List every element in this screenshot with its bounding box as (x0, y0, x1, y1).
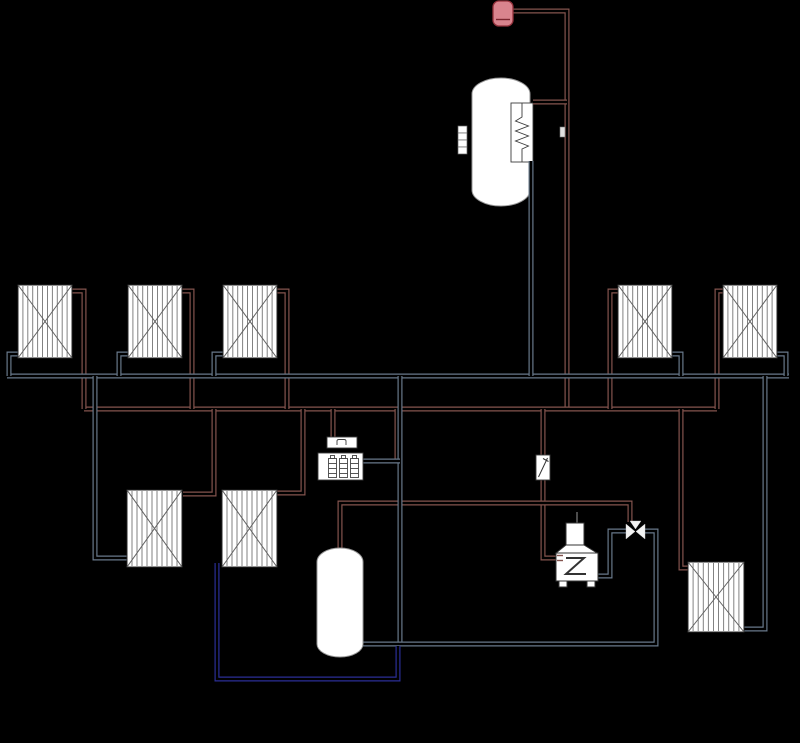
pipe-rad4-return[interactable] (672, 351, 684, 376)
pipe-rad8-return[interactable] (743, 376, 768, 632)
radiator-rad3[interactable] (222, 284, 278, 359)
pipe-rad7-supply[interactable] (276, 409, 306, 496)
pipe-rad3-supply[interactable] (277, 288, 290, 409)
pipe-rad6-supply[interactable] (183, 409, 217, 497)
pipe-rad1-return[interactable] (6, 351, 18, 376)
pipe-buffer-supply[interactable] (337, 500, 633, 548)
radiator-rad2[interactable] (127, 284, 183, 359)
tank-flange-icon (457, 125, 468, 155)
pipe-rad2-supply[interactable] (182, 288, 195, 409)
coil-zigzag-icon (514, 103, 530, 162)
pipe-rad1-supply[interactable] (72, 288, 87, 409)
pipe-rad5-supply[interactable] (714, 288, 723, 409)
three-way-valve[interactable] (625, 520, 646, 540)
pipes-layer (6, 8, 789, 682)
pipe-valve-return-loop[interactable] (362, 528, 659, 647)
unit-shoulder (554, 544, 599, 554)
pipe-boiler-feed[interactable] (540, 409, 557, 561)
pipe-rad5-return[interactable] (777, 351, 789, 376)
pipe-rad7-return-loop[interactable] (214, 563, 401, 682)
controller-main-box (317, 452, 364, 481)
check-valve[interactable] (535, 454, 551, 481)
controller-handle-icon (336, 439, 347, 445)
radiator-rad6[interactable] (126, 489, 183, 568)
radiator-rad7[interactable] (221, 489, 278, 568)
unit-neck (565, 522, 585, 546)
controller-unit[interactable] (317, 436, 364, 481)
unit-z-icon (563, 557, 587, 575)
radiator-rad8[interactable] (687, 561, 745, 633)
unit-foot-right (586, 580, 596, 588)
unit-foot-left (558, 580, 568, 588)
pipe-sensor[interactable] (559, 126, 566, 138)
hot-water-tank[interactable] (457, 77, 534, 207)
radiator-rad5[interactable] (722, 284, 778, 359)
heat-pump-unit[interactable] (554, 512, 599, 588)
under-components-layer (457, 77, 534, 207)
pipe-pump-outlet[interactable] (597, 528, 627, 579)
radiator-rad4[interactable] (617, 284, 673, 359)
over-components-layer (316, 0, 646, 658)
controller-elements-icon (328, 455, 359, 478)
pipe-rad6-return[interactable] (92, 376, 128, 561)
buffer-cylinder[interactable] (316, 547, 364, 658)
pipe-expansion-vessel-line[interactable] (513, 8, 570, 409)
radiators-layer (17, 284, 778, 633)
pipe-rad3-return[interactable] (211, 351, 223, 376)
pipe-rad2-return[interactable] (116, 351, 128, 376)
pipe-rad8-supply[interactable] (678, 409, 689, 571)
controller-top-box (326, 436, 358, 449)
radiator-rad1[interactable] (17, 284, 73, 359)
expansion-vessel[interactable] (492, 0, 514, 27)
pipe-rad4-supply[interactable] (607, 288, 618, 409)
